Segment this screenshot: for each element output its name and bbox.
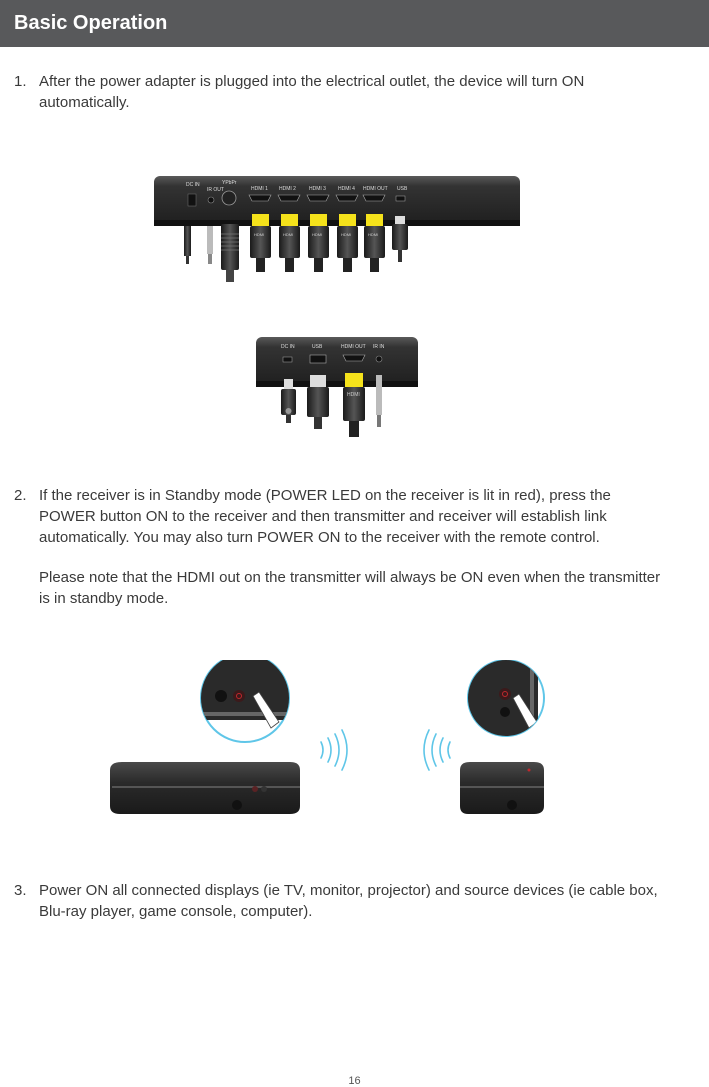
cable-label: HDMI xyxy=(312,232,322,237)
step-note: Please note that the HDMI out on the tra… xyxy=(39,569,661,607)
port-label: DC IN xyxy=(186,182,200,188)
cable-label: HDMI xyxy=(283,232,293,237)
transmitter-rear-panel-illustration: DC IN IR OUT YPbPr HDMI 1 HDMI 2 HDMI 3 … xyxy=(154,176,520,282)
transmitter-body xyxy=(154,176,520,226)
finger-pointer-icon xyxy=(252,691,280,729)
port-label: HDMI OUT xyxy=(341,344,366,350)
port-label: HDMI 1 xyxy=(251,186,268,192)
page-number: 16 xyxy=(348,1075,361,1087)
step-text: After the power adapter is plugged into … xyxy=(39,73,585,111)
port-label: USB xyxy=(312,344,323,350)
step-text: Power ON all connected displays (ie TV, … xyxy=(39,882,658,920)
section-title: Basic Operation xyxy=(14,12,168,34)
step-number: 2. xyxy=(14,487,27,504)
port-label: YPbPr xyxy=(222,180,237,186)
section-header: Basic Operation xyxy=(0,0,709,47)
port-label: USB xyxy=(397,186,408,192)
step-number: 3. xyxy=(14,882,27,899)
port-label: HDMI 3 xyxy=(309,186,326,192)
cable-label: HDMI xyxy=(254,232,264,237)
port-label: DC IN xyxy=(281,344,295,350)
cable-label: HDMI xyxy=(347,392,360,398)
receiver-rear-panel-illustration: DC IN USB HDMI OUT IR IN HDMI xyxy=(256,337,418,437)
port-label: HDMI OUT xyxy=(363,186,388,192)
port-label: HDMI 2 xyxy=(279,186,296,192)
wireless-signal-icon xyxy=(320,729,451,771)
step-number: 1. xyxy=(14,73,27,90)
cable-label: HDMI xyxy=(368,232,378,237)
cable-label: HDMI xyxy=(341,232,351,237)
port-label: IR IN xyxy=(373,344,385,350)
port-label: HDMI 4 xyxy=(338,186,355,192)
port-label: IR OUT xyxy=(207,187,224,193)
receiver-body xyxy=(256,337,418,387)
step-text: If the receiver is in Standby mode (POWE… xyxy=(39,487,611,546)
power-on-link-illustration xyxy=(110,660,545,814)
